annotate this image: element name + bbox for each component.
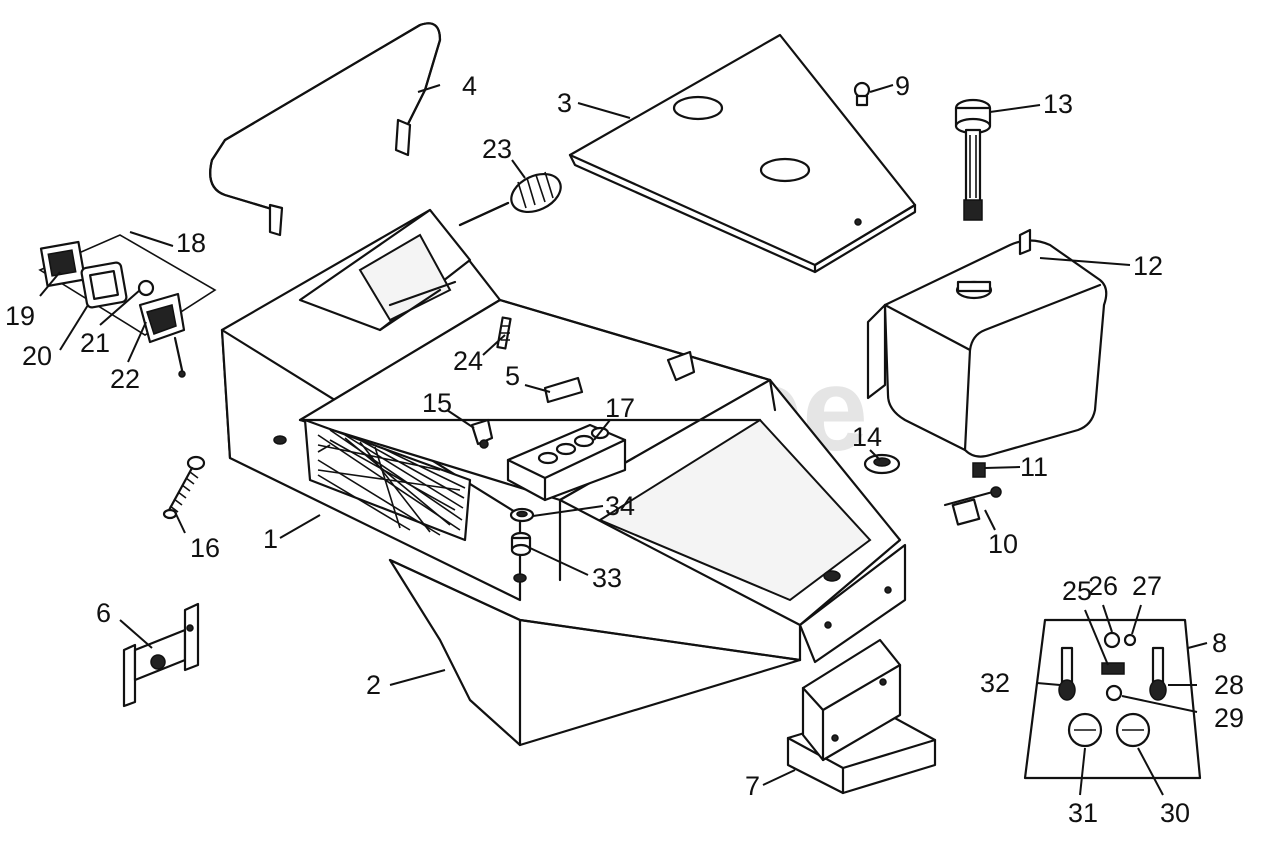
lower-skirt [388, 558, 802, 747]
callout-26: 26 [1088, 571, 1118, 601]
callout-20: 20 [22, 341, 52, 371]
latch [122, 602, 200, 708]
callout-2: 2 [366, 670, 381, 700]
callout-1: 1 [263, 524, 278, 554]
grommet [863, 453, 901, 475]
small-knob [853, 81, 871, 107]
chassis-body [220, 208, 907, 664]
bolt [496, 316, 512, 350]
callout-14: 14 [852, 422, 882, 452]
top-cover-plate [568, 33, 917, 274]
battery-box [303, 418, 472, 542]
fuel-tank [866, 228, 1108, 458]
callout-23: 23 [482, 134, 512, 164]
callout-21: 21 [80, 328, 110, 358]
connector-block [506, 423, 627, 502]
callout-22: 22 [110, 364, 140, 394]
leader-lines [39, 84, 1208, 796]
washer [509, 507, 535, 523]
callout-4: 4 [462, 71, 477, 101]
callout-9: 9 [895, 71, 910, 101]
callout-6: 6 [96, 598, 111, 628]
callout-24: 24 [453, 346, 483, 376]
callout-25: 25 [1062, 576, 1092, 606]
callout-3: 3 [557, 88, 572, 118]
callouts: 1 2 3 4 5 6 7 8 9 10 11 12 13 14 15 16 1… [5, 71, 1244, 828]
callout-28: 28 [1214, 670, 1244, 700]
callout-5: 5 [505, 361, 520, 391]
handle-bar [209, 22, 442, 237]
callout-32: 32 [980, 668, 1010, 698]
callout-19: 19 [5, 301, 35, 331]
grip [458, 171, 562, 227]
callout-15: 15 [422, 388, 452, 418]
bracket [543, 376, 584, 404]
callout-29: 29 [1214, 703, 1244, 733]
control-panel [1023, 618, 1202, 780]
tank-fitting [972, 462, 986, 478]
callout-33: 33 [592, 563, 622, 593]
light-assembly [38, 234, 217, 378]
nut [510, 531, 532, 557]
callout-34: 34 [605, 491, 635, 521]
callout-10: 10 [988, 529, 1018, 559]
callout-16: 16 [190, 533, 220, 563]
callout-31: 31 [1068, 798, 1098, 828]
spring [162, 455, 206, 520]
callout-11: 11 [1020, 452, 1048, 482]
switch [470, 418, 494, 449]
callout-27: 27 [1132, 571, 1162, 601]
callout-18: 18 [176, 228, 206, 258]
callout-12: 12 [1133, 251, 1163, 281]
callout-7: 7 [745, 771, 760, 801]
block [786, 638, 937, 795]
callout-13: 13 [1043, 89, 1073, 119]
callout-8: 8 [1212, 628, 1227, 658]
fuel-valve [943, 486, 1002, 526]
callout-17: 17 [605, 393, 635, 423]
callout-30: 30 [1160, 798, 1190, 828]
fuel-cap [954, 98, 992, 221]
